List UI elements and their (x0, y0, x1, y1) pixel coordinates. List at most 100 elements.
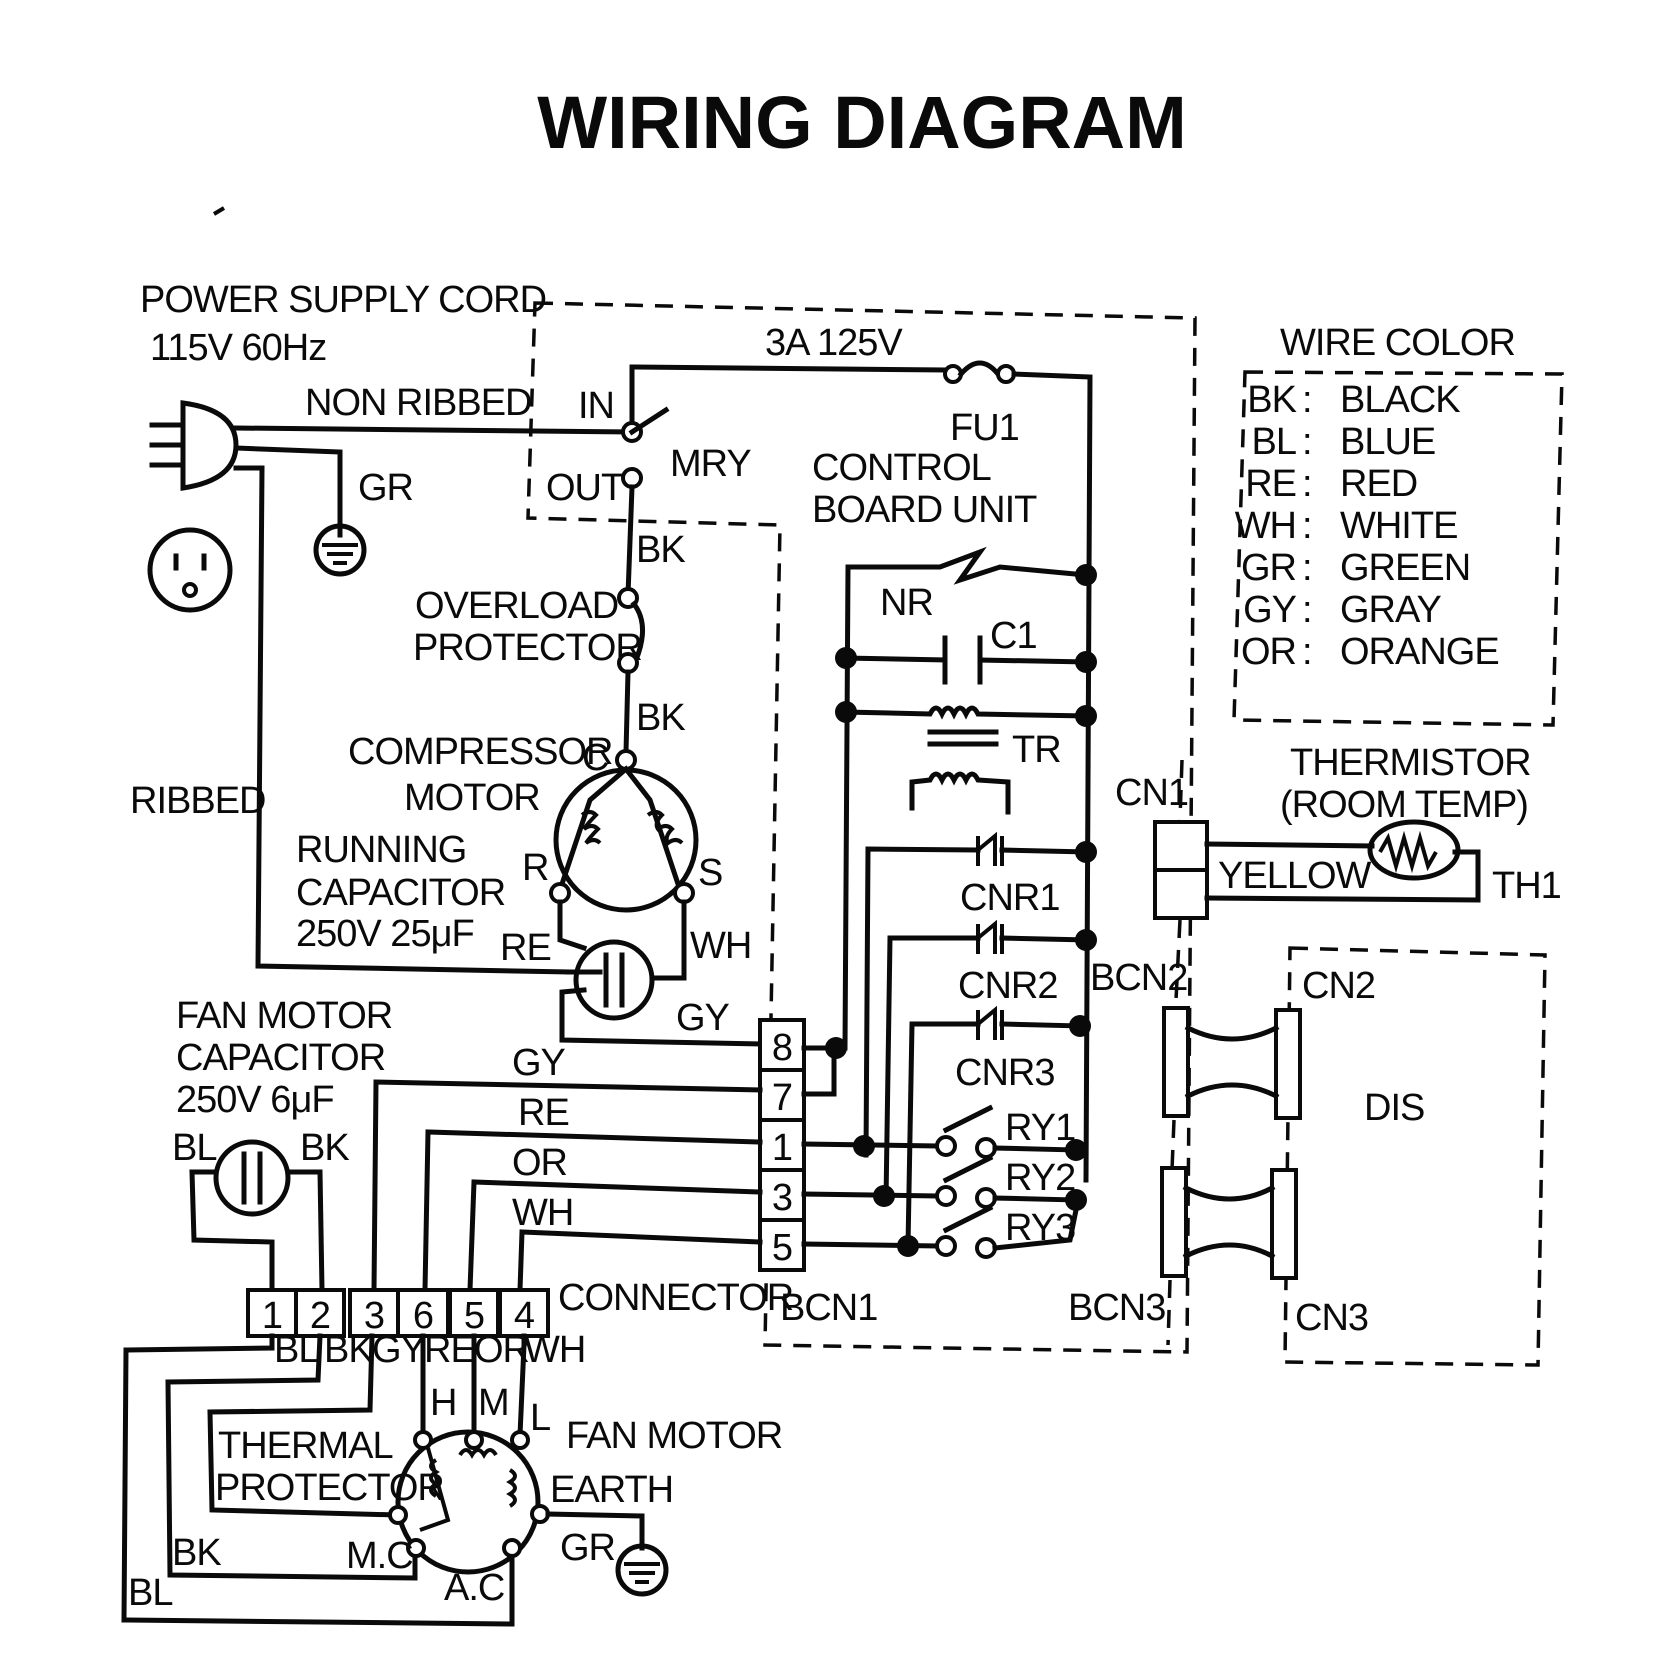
fan-cap-bl-wire (189, 1169, 275, 1293)
bcn-mid-lead (1170, 1119, 1176, 1171)
tr-label: TR (1012, 729, 1061, 771)
bcn1-pin: 7 (772, 1077, 792, 1119)
bk-wire-2 (623, 669, 631, 755)
wire-color-sep: : (1302, 421, 1312, 463)
bcn1-pin: 5 (772, 1227, 792, 1269)
thermistor-wire-top (1204, 841, 1375, 849)
bcn1-label: BCN1 (780, 1287, 877, 1329)
pin3-wire (801, 1191, 939, 1199)
wh-fan-wire (517, 1333, 527, 1438)
or-wire-label: OR (512, 1142, 567, 1184)
connector-pin: 1 (262, 1295, 282, 1337)
ground-label: GR (358, 467, 413, 509)
compressor-label-2: MOTOR (404, 777, 540, 819)
connector-color: BL (274, 1329, 318, 1371)
bk-wire-1 (625, 484, 635, 598)
fan-capacitor-icon (213, 1139, 291, 1217)
wire-color-sep: : (1302, 379, 1312, 421)
cn1-lead (1178, 759, 1184, 821)
power-rating-label: 115V 60Hz (150, 327, 326, 369)
power-cord-label: POWER SUPPLY CORD (140, 279, 546, 321)
c1-label: C1 (990, 615, 1037, 657)
re-wire-label: RE (518, 1092, 569, 1134)
fan-capacitor-label-1: FAN MOTOR (176, 995, 392, 1037)
outlet-icon (147, 527, 233, 613)
cn2-label: CN2 (1302, 965, 1375, 1007)
ry3-label: RY3 (1005, 1207, 1075, 1249)
wh-wire (649, 899, 687, 981)
bcn2-lead (1174, 919, 1182, 1001)
wire-color-code: WH (1235, 505, 1296, 547)
wire-color-title: WIRE COLOR (1280, 322, 1515, 364)
connector-label: CONNECTOR (558, 1277, 793, 1319)
connector-pin: 6 (413, 1295, 433, 1337)
junction-dot (1075, 929, 1097, 951)
connector-color: BK (324, 1329, 373, 1371)
connector-pin: 3 (364, 1295, 384, 1337)
connector-color: GY (372, 1329, 426, 1371)
fan-l-label: L (530, 1397, 550, 1439)
cnr1-label: CNR1 (960, 877, 1059, 919)
connector-pin: 2 (310, 1295, 330, 1337)
fan-capacitor-bl-label: BL (172, 1127, 216, 1169)
junction-dot (1075, 564, 1097, 586)
ry1-terminal-left (935, 1135, 957, 1157)
running-capacitor-label-1: RUNNING (296, 829, 466, 871)
ry2-terminal-right (975, 1187, 997, 1209)
cn3-label: CN3 (1295, 1297, 1368, 1339)
pin5-wire (801, 1241, 939, 1249)
fan-bk-label: BK (172, 1532, 221, 1574)
junction-dot (1065, 1139, 1087, 1161)
nr-label: NR (880, 582, 933, 624)
relay-out-label: OUT (546, 467, 624, 509)
pin7-wire (801, 1045, 837, 1097)
fan-h-label: H (430, 1382, 456, 1424)
wire-color-name: ORANGE (1340, 631, 1499, 673)
cnr2-icon (976, 919, 1004, 954)
cnr3-icon (976, 1005, 1004, 1040)
th1-label: TH1 (1492, 865, 1561, 907)
fan-motor-icon (388, 1429, 550, 1575)
cnr1-icon (976, 831, 1004, 866)
bcn1-pin-block (758, 1018, 806, 1272)
terminal-s-label: S (698, 852, 722, 894)
thermistor-label-1: THERMISTOR (1290, 742, 1531, 784)
ry1-wire (992, 1145, 1079, 1153)
ry3-wire (992, 1197, 1081, 1251)
gy-wire-label: GY (512, 1042, 566, 1084)
wire-color-code: OR (1241, 631, 1296, 673)
control-board-label-2: BOARD UNIT (812, 489, 1037, 531)
control-board-outline (526, 301, 1197, 1354)
connector-color: WH (524, 1329, 585, 1371)
in-wire (629, 364, 948, 435)
wire-color-sep: : (1302, 463, 1312, 505)
running-capacitor-label-2: CAPACITOR (296, 872, 505, 914)
tr-primary (842, 705, 1089, 720)
fan-capacitor-label-3: 250V 6μF (176, 1079, 334, 1121)
wh-wire-label: WH (512, 1192, 573, 1234)
mc-label: M.C (346, 1535, 413, 1577)
dis-label: DIS (1364, 1087, 1424, 1129)
junction-dot (1075, 705, 1097, 727)
connector-pin: 5 (464, 1295, 484, 1337)
bcn2-cable-icon (1162, 1006, 1302, 1120)
stray-mark (212, 206, 226, 216)
left-bus-wire (833, 564, 851, 1051)
tr-secondary (909, 771, 1011, 815)
right-bus-wire (1011, 371, 1093, 1183)
overload-switch-icon (630, 600, 645, 664)
wire-color-legend: BK : BLACK BL : BLUE RE : RED WH : WHITE… (1235, 379, 1500, 673)
thermistor-wire-bottom (1204, 849, 1481, 903)
bk-label-1: BK (636, 529, 685, 571)
cnr3-label: CNR3 (955, 1052, 1054, 1094)
terminal-r-label: R (522, 847, 548, 889)
ry2-terminal-left (935, 1185, 957, 1207)
gy-fan-wire (207, 1333, 401, 1518)
thermistor-icon (1367, 819, 1461, 881)
fan-m-label: M (478, 1382, 509, 1424)
thermal-protector-label-2: PROTECTOR (215, 1467, 444, 1509)
wire-color-code: GY (1243, 589, 1297, 631)
junction-dot (1075, 651, 1097, 673)
junction-dot (835, 647, 857, 669)
re-wire (557, 899, 588, 952)
